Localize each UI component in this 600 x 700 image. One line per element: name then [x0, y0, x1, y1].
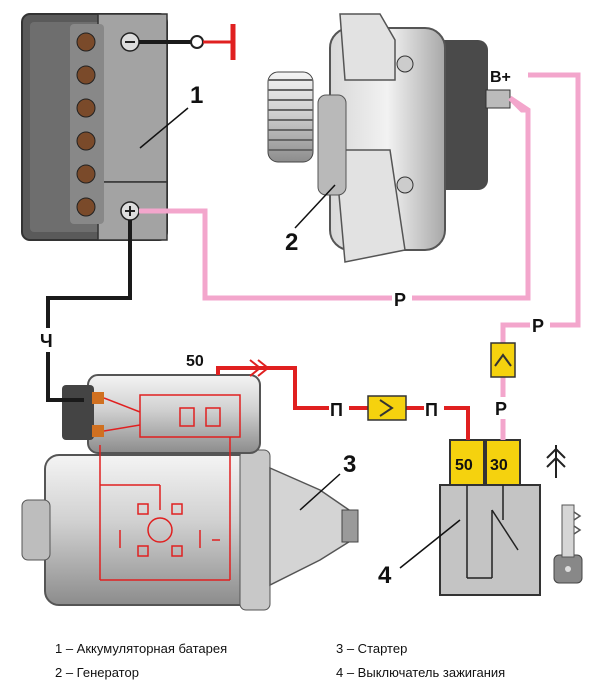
wire-label-pink-1: Р: [394, 290, 406, 310]
switch-terminal-50: 50: [455, 457, 473, 474]
ignition-switch: [439, 439, 541, 596]
starter: [21, 374, 359, 611]
legend-item-starter: 3 – Стартер: [336, 641, 408, 656]
red-wire-connector: [367, 395, 407, 421]
battery-cell-caps: [76, 32, 96, 217]
starter-internal-circuit: [99, 394, 241, 581]
legend-item-generator: 2 – Генератор: [55, 665, 139, 680]
ignition-switch-number: 4: [378, 562, 392, 589]
wire-label-black: Ч: [40, 331, 53, 351]
generator-number: 2: [285, 229, 298, 256]
leader-lines: [139, 107, 461, 569]
pink-wire-connector: [490, 342, 516, 378]
wire-label-red-1: П: [330, 400, 343, 420]
battery: [21, 13, 168, 241]
key-icon: [553, 504, 583, 584]
wire-label-pink-2: Р: [532, 316, 544, 336]
connector-arrow: [249, 359, 270, 377]
legend-item-battery: 1 – Аккумуляторная батарея: [55, 641, 228, 656]
battery-positive-terminal: [120, 201, 140, 221]
wire-black: [46, 220, 132, 402]
wire-label-red-2: П: [425, 400, 438, 420]
wire-label-pink-3: Р: [495, 399, 507, 419]
legend-item-ignition-switch: 4 – Выключатель зажигания: [336, 665, 506, 680]
ground-symbol: [139, 24, 236, 60]
generator: [267, 13, 511, 263]
starter-terminal-label: 50: [186, 353, 204, 370]
battery-number: 1: [190, 82, 203, 109]
generator-terminal-label: B+: [490, 69, 511, 86]
starter-number: 3: [343, 451, 356, 478]
switch-terminal-30: 30: [490, 457, 508, 474]
antenna-arrow-icon: [546, 445, 566, 478]
battery-negative-terminal: [120, 32, 140, 52]
